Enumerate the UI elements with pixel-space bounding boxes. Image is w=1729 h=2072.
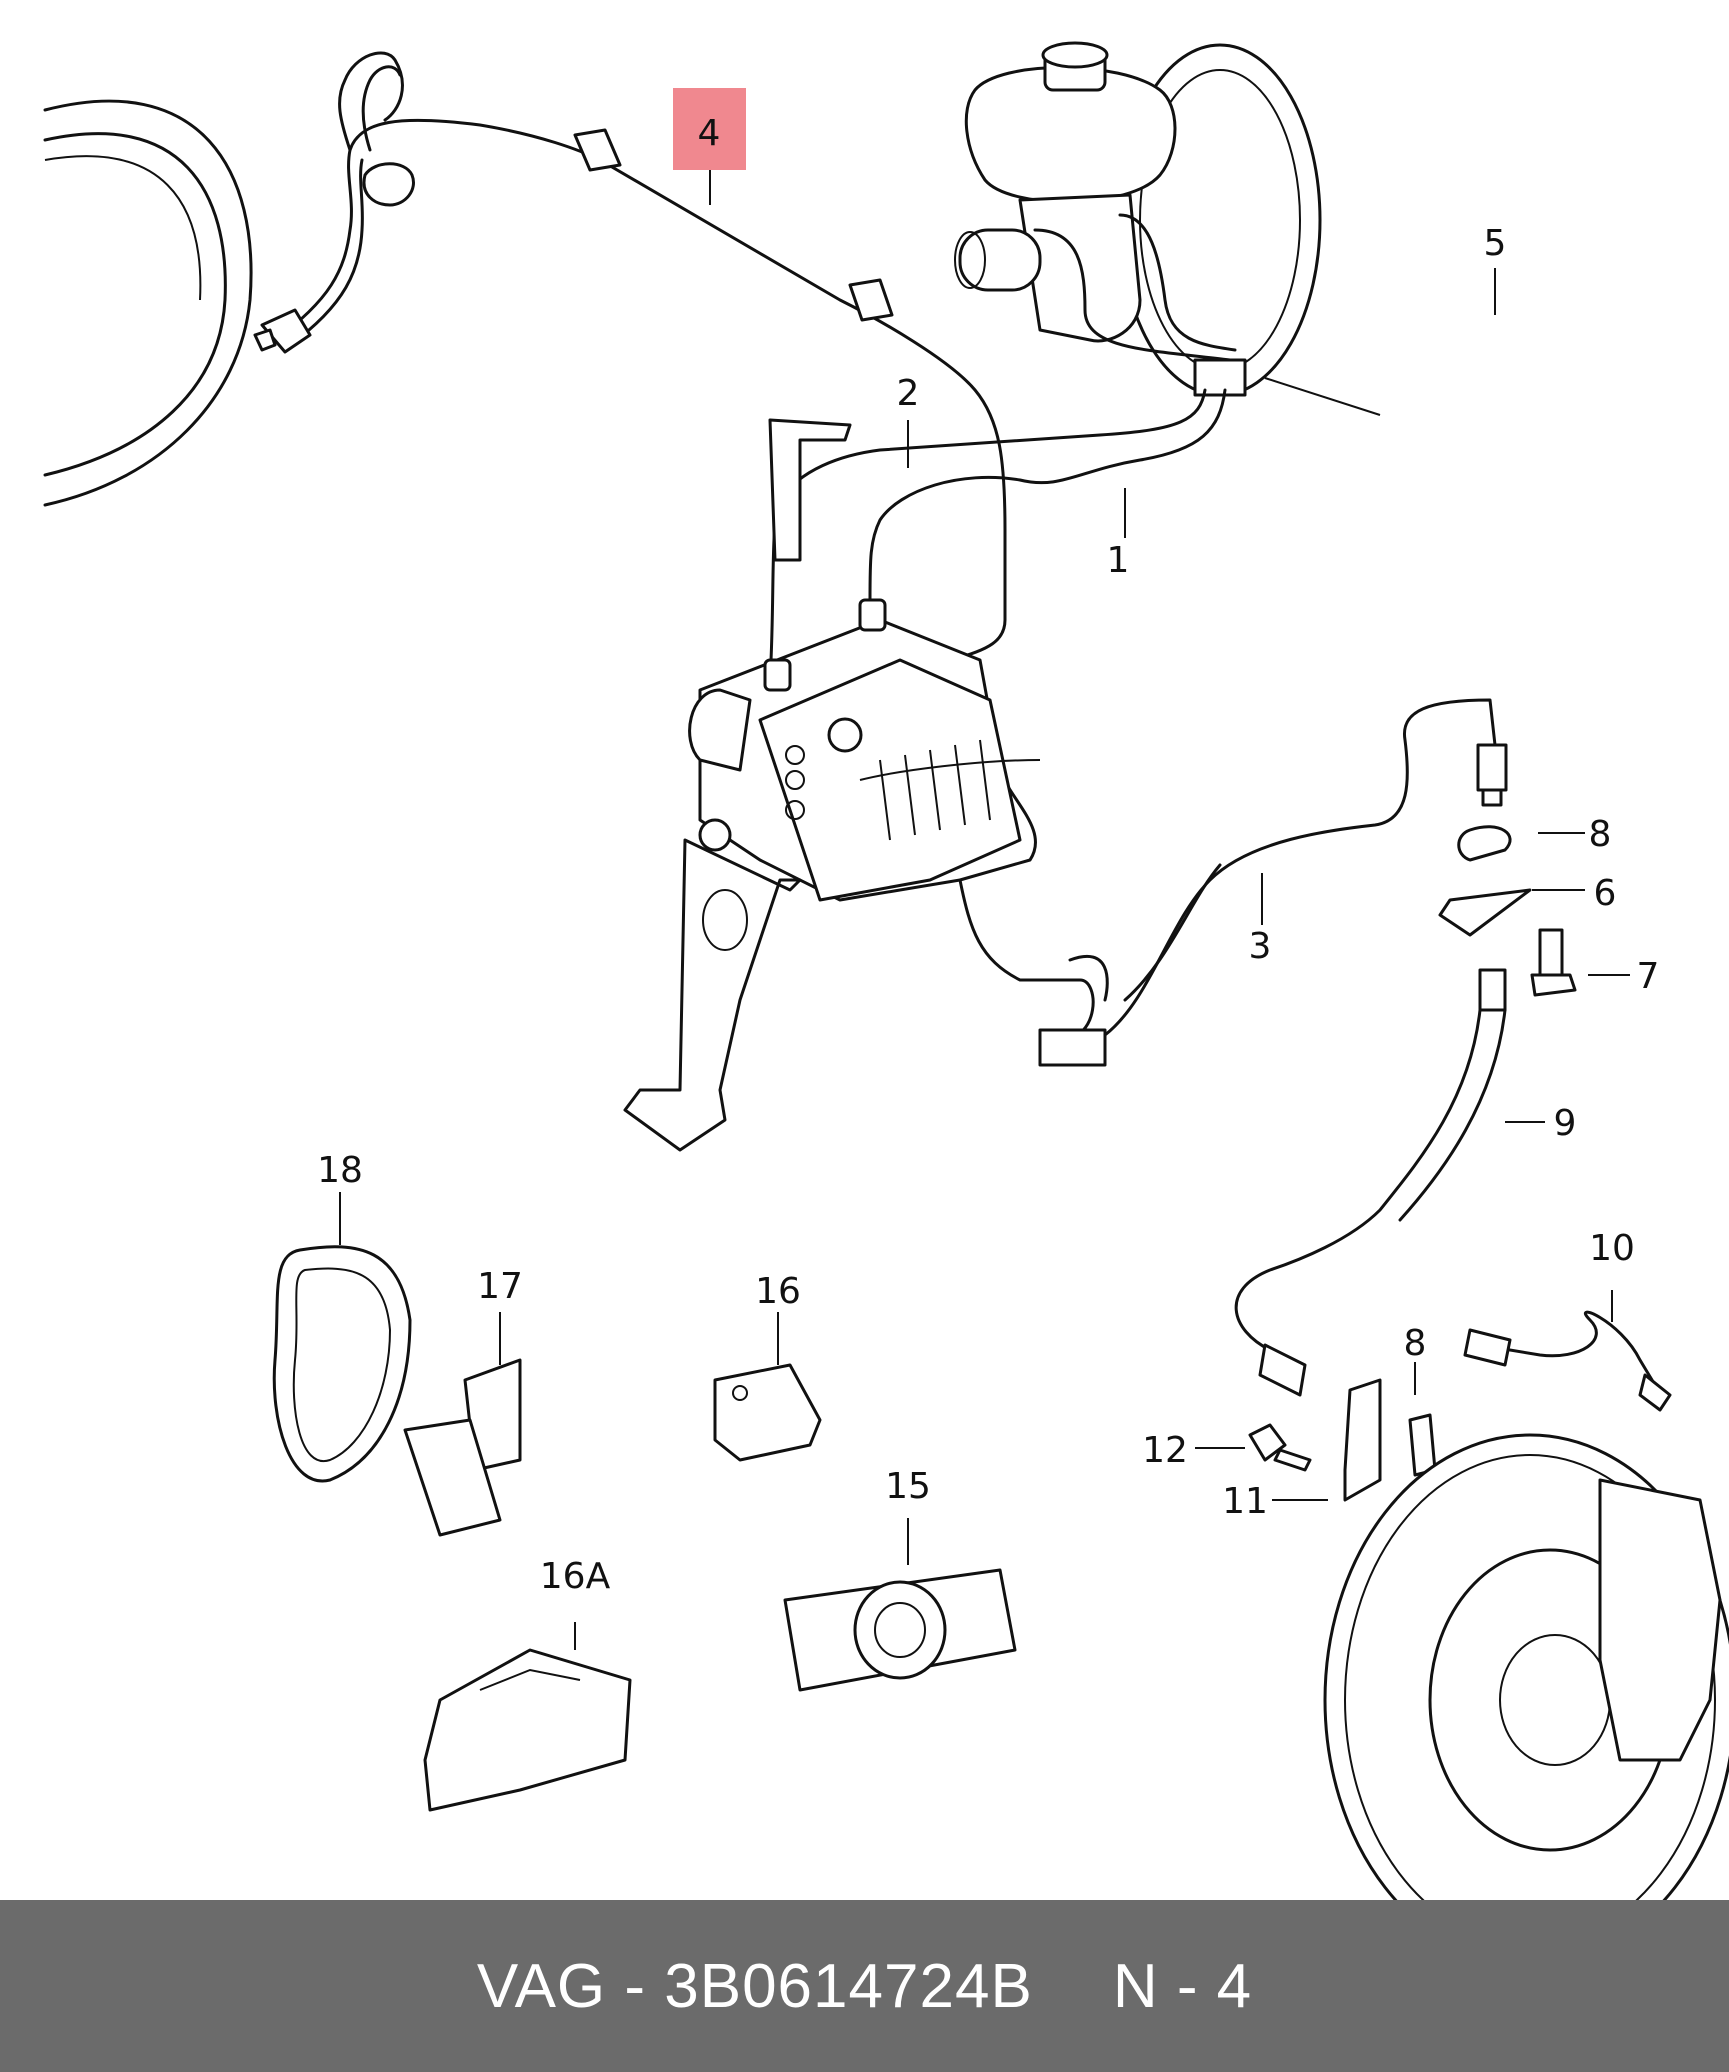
brake-lines-exploded-diagram: 4 2 1 5 8 6 7 3 9 10 8 12 11 15 16 16A 1… — [43, 41, 1729, 1900]
label-part-7: 7 — [1637, 956, 1660, 997]
leader-lines — [339, 170, 1630, 1650]
part-number-footer: VAG - 3B0614724B N - 4 — [0, 1900, 1729, 2072]
part-number-text: VAG - 3B0614724B — [476, 1951, 1033, 2021]
label-part-16a: 16A — [540, 1556, 611, 1597]
part-17-holder — [403, 1358, 522, 1537]
label-part-9: 9 — [1554, 1103, 1577, 1144]
abs-bracket-lower — [623, 818, 802, 1152]
master-cylinder-booster — [954, 41, 1322, 397]
brake-hose-9 — [1234, 968, 1507, 1397]
label-part-18: 18 — [317, 1150, 363, 1191]
part-15-holder — [783, 1568, 1017, 1692]
label-part-17: 17 — [477, 1266, 523, 1307]
part-16-clip — [713, 1363, 822, 1462]
label-part-6: 6 — [1594, 873, 1617, 914]
brake-line-4 — [253, 51, 1007, 662]
label-part-1: 1 — [1107, 540, 1130, 581]
part-4-highlight — [673, 88, 746, 170]
wheel-arc-left — [43, 99, 253, 507]
brake-line-3 — [958, 698, 1508, 1067]
abs-hydraulic-unit — [688, 598, 1041, 902]
abs-bracket-upper — [768, 418, 852, 562]
label-part-11: 11 — [1222, 1481, 1268, 1522]
brake-line-10 — [1463, 1310, 1672, 1412]
label-part-8-lower: 8 — [1404, 1323, 1427, 1364]
label-part-16: 16 — [755, 1271, 801, 1312]
label-part-15: 15 — [885, 1466, 931, 1507]
brake-disc-caliper — [1323, 1433, 1729, 1900]
label-part-10: 10 — [1589, 1228, 1635, 1269]
label-part-4: 4 — [698, 113, 721, 154]
label-part-8-upper: 8 — [1589, 814, 1612, 855]
label-part-3: 3 — [1249, 926, 1272, 967]
label-part-2: 2 — [897, 373, 920, 414]
label-part-12: 12 — [1142, 1430, 1188, 1471]
brake-lines-1-2 — [768, 388, 1227, 682]
bracket-11-bolt-12 — [1248, 1378, 1437, 1502]
page-reference-text: N - 4 — [1112, 1951, 1253, 2021]
part-18-grommet — [272, 1245, 412, 1483]
label-part-5: 5 — [1484, 223, 1507, 264]
part-16a-clip — [423, 1648, 632, 1812]
bracket-6-clip-8 — [1438, 825, 1577, 997]
